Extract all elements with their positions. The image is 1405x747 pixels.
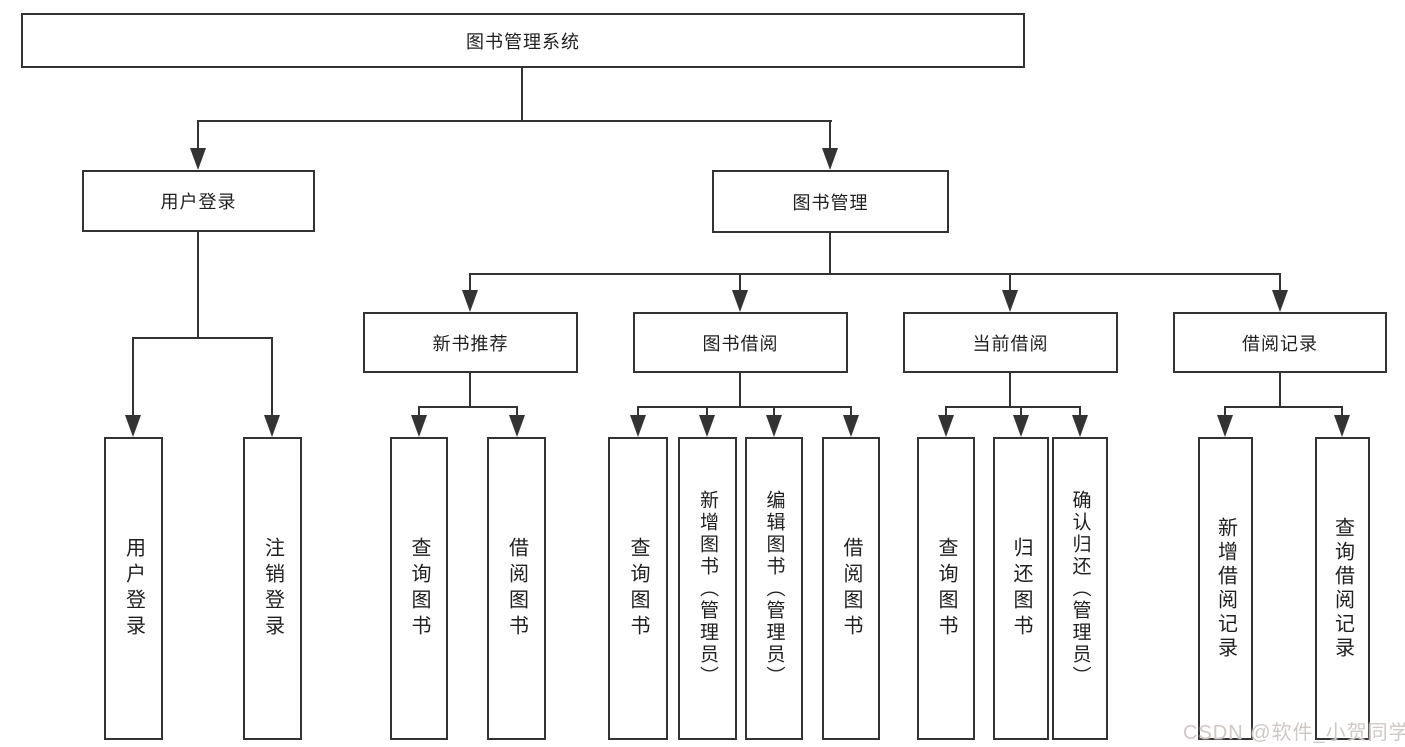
node-label: 图书借阅 bbox=[702, 333, 779, 354]
node-label: 新书推荐 bbox=[432, 333, 509, 354]
node-label: 用户登录 bbox=[122, 536, 145, 641]
arrow-down-icon bbox=[1217, 415, 1233, 437]
node-confirm-return-admin: 确认归还（管理员） bbox=[1052, 437, 1108, 740]
node-label: 借阅图书 bbox=[840, 536, 862, 641]
node-query-borrow-record: 查询借阅记录 bbox=[1315, 437, 1370, 740]
node-borrow-books-rec: 借阅图书 bbox=[487, 437, 546, 740]
node-query-books-current: 查询图书 bbox=[917, 437, 975, 740]
node-label: 注销登录 bbox=[261, 536, 284, 641]
connector-line bbox=[521, 68, 523, 122]
arrow-down-icon bbox=[843, 415, 859, 437]
node-new-book-recommendation: 新书推荐 bbox=[363, 312, 578, 373]
connector-line bbox=[516, 406, 518, 418]
node-label: 图书管理系统 bbox=[466, 31, 580, 52]
node-borrow-books: 借阅图书 bbox=[822, 437, 880, 740]
connector-line bbox=[469, 373, 471, 408]
node-query-books-borrow: 查询图书 bbox=[608, 437, 668, 740]
node-book-borrowing: 图书借阅 bbox=[633, 312, 848, 373]
node-label: 查询图书 bbox=[408, 536, 430, 641]
connector-line bbox=[637, 406, 851, 408]
arrow-down-icon bbox=[509, 415, 525, 437]
node-label: 新增图书（管理员） bbox=[697, 489, 718, 688]
node-label: 查询图书 bbox=[627, 536, 649, 641]
arrow-down-icon bbox=[1072, 415, 1088, 437]
connector-line bbox=[197, 232, 199, 339]
connector-line bbox=[829, 120, 831, 152]
arrow-down-icon bbox=[1013, 415, 1029, 437]
node-current-borrowing: 当前借阅 bbox=[903, 312, 1118, 373]
connector-line bbox=[1279, 273, 1281, 295]
node-label: 归还图书 bbox=[1010, 536, 1032, 641]
connector-line bbox=[197, 120, 199, 152]
node-add-books-admin: 新增图书（管理员） bbox=[678, 437, 737, 740]
node-label: 编辑图书（管理员） bbox=[763, 489, 785, 688]
connector-line bbox=[1224, 406, 1226, 418]
arrow-down-icon bbox=[630, 415, 646, 437]
node-label: 新增借阅记录 bbox=[1214, 516, 1237, 661]
arrow-down-icon bbox=[938, 415, 954, 437]
connector-line bbox=[1341, 406, 1343, 418]
node-label: 确认归还（管理员） bbox=[1069, 489, 1091, 688]
connector-line bbox=[706, 406, 708, 418]
connector-line bbox=[132, 337, 134, 417]
arrow-down-icon bbox=[732, 290, 748, 312]
arrow-down-icon bbox=[190, 148, 206, 170]
connector-line bbox=[418, 406, 420, 418]
connector-line bbox=[469, 273, 471, 295]
csdn-watermark: CSDN @软件_小贺同学 bbox=[1183, 722, 1405, 744]
node-label: 用户登录 bbox=[160, 192, 237, 212]
node-user-login-leaf: 用户登录 bbox=[104, 437, 163, 740]
node-book-management: 图书管理 bbox=[712, 170, 949, 233]
node-user-login: 用户登录 bbox=[82, 170, 315, 232]
node-return-books: 归还图书 bbox=[993, 437, 1049, 740]
connector-line bbox=[469, 273, 1281, 275]
node-query-books-rec: 查询图书 bbox=[390, 437, 448, 740]
node-library-management-system: 图书管理系统 bbox=[21, 13, 1025, 68]
connector-line bbox=[418, 406, 518, 408]
connector-line bbox=[945, 406, 1081, 408]
arrow-down-icon bbox=[822, 148, 838, 170]
node-label: 查询图书 bbox=[935, 536, 957, 641]
arrow-down-icon bbox=[1002, 290, 1018, 312]
arrow-down-icon bbox=[1272, 290, 1288, 312]
connector-line bbox=[1224, 406, 1343, 408]
node-label: 查询借阅记录 bbox=[1331, 516, 1354, 661]
connector-line bbox=[739, 373, 741, 408]
connector-line bbox=[197, 120, 832, 122]
arrow-down-icon bbox=[411, 415, 427, 437]
arrow-down-icon bbox=[699, 415, 715, 437]
connector-line bbox=[1020, 406, 1022, 418]
connector-line bbox=[829, 233, 831, 275]
connector-line bbox=[1079, 406, 1081, 418]
arrow-down-icon bbox=[125, 415, 141, 437]
connector-line bbox=[1009, 373, 1011, 408]
arrow-down-icon bbox=[1334, 415, 1350, 437]
arrow-down-icon bbox=[264, 415, 280, 437]
node-add-borrow-record: 新增借阅记录 bbox=[1198, 437, 1253, 740]
node-label: 借阅图书 bbox=[505, 536, 528, 641]
connector-line bbox=[132, 337, 273, 339]
arrow-down-icon bbox=[766, 415, 782, 437]
node-borrowing-records: 借阅记录 bbox=[1173, 312, 1387, 373]
connector-line bbox=[739, 273, 741, 295]
node-edit-books-admin: 编辑图书（管理员） bbox=[745, 437, 803, 740]
connector-line bbox=[637, 406, 639, 418]
connector-line bbox=[271, 337, 273, 417]
node-label: 借阅记录 bbox=[1242, 333, 1318, 354]
node-logout: 注销登录 bbox=[243, 437, 302, 740]
connector-line bbox=[1009, 273, 1011, 295]
connector-line bbox=[773, 406, 775, 418]
connector-line bbox=[1279, 373, 1281, 408]
connector-line bbox=[850, 406, 852, 418]
node-label: 当前借阅 bbox=[972, 333, 1049, 354]
arrow-down-icon bbox=[462, 290, 478, 312]
connector-line bbox=[945, 406, 947, 418]
node-label: 图书管理 bbox=[792, 192, 869, 213]
